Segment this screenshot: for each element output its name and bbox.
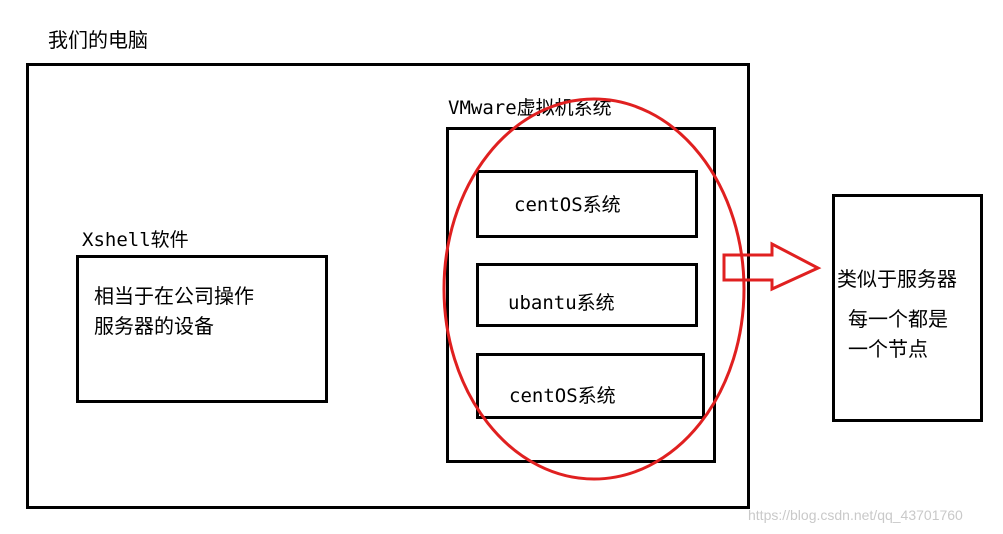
server-box <box>832 194 983 422</box>
vm-box-2: ubantu系统 <box>476 263 698 327</box>
vm-box-3: centOS系统 <box>476 353 705 419</box>
server-line2: 每一个都是 <box>848 307 948 331</box>
xshell-description-line1: 相当于在公司操作 <box>94 284 254 308</box>
right-arrow-icon <box>722 241 822 292</box>
vm-label-1: centOS系统 <box>514 194 621 216</box>
highlight-ellipse <box>442 97 746 481</box>
computer-title: 我们的电脑 <box>48 28 148 52</box>
xshell-box <box>76 255 328 403</box>
xshell-description: 相当于在公司操作 服务器的设备 <box>94 281 254 341</box>
vmware-box <box>446 127 716 463</box>
server-description: 每一个都是 一个节点 <box>848 304 948 364</box>
server-line3: 一个节点 <box>848 337 928 361</box>
server-line1: 类似于服务器 <box>837 267 957 291</box>
xshell-label: Xshell软件 <box>82 229 189 251</box>
xshell-description-line2: 服务器的设备 <box>94 314 214 338</box>
vm-label-3: centOS系统 <box>509 385 616 407</box>
computer-box <box>26 63 750 509</box>
vm-box-1: centOS系统 <box>476 170 698 238</box>
watermark: https://blog.csdn.net/qq_43701760 <box>748 507 963 523</box>
vm-label-2: ubantu系统 <box>508 292 615 314</box>
